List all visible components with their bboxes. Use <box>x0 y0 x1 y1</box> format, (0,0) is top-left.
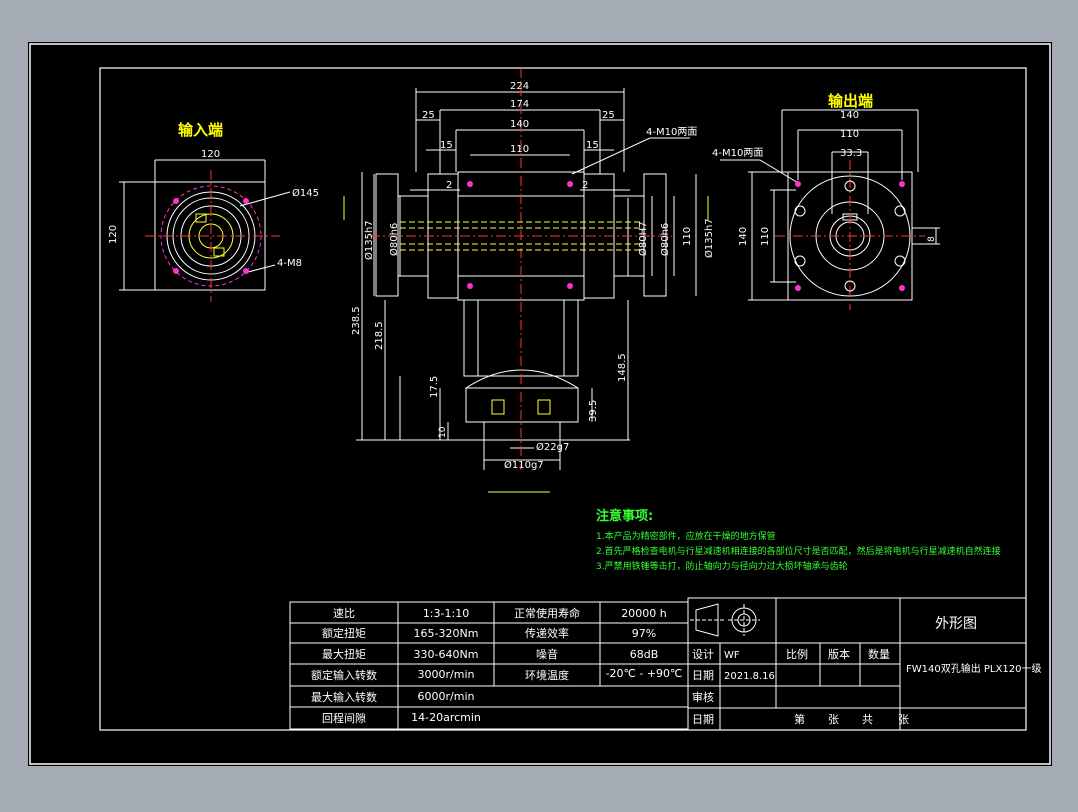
dim-f-17-5: 17.5 <box>429 376 440 398</box>
dim-f-d110: Ø110g7 <box>504 459 544 471</box>
spec-value: 3000r/min <box>418 668 475 681</box>
input-end-label: 输入端 <box>178 121 223 139</box>
front-view <box>343 68 709 493</box>
output-end-label: 输出端 <box>828 92 873 110</box>
note-line-3: 3.严禁用铁锤等击打，防止轴向力与径向力过大损坏轴承与齿轮 <box>596 560 848 572</box>
spec-value: 165-320Nm <box>414 627 479 640</box>
version-label: 版本 <box>828 647 850 661</box>
dim-f-2-right: 2 <box>582 180 588 191</box>
dim-o-8: 8 <box>927 236 937 242</box>
sheet-gong: 共 <box>862 713 873 726</box>
dim-f-2-left: 2 <box>446 180 452 191</box>
dim-f-25-right: 25 <box>602 110 615 121</box>
dim-f-140: 140 <box>510 119 529 130</box>
date-label-2: 日期 <box>692 713 714 726</box>
dim-o-holes: 4-M10两面 <box>712 148 763 159</box>
spec-value: 68dB <box>630 648 659 661</box>
spec-value: 20000 h <box>621 607 666 620</box>
dim-f-d80-right: Ø80H7 <box>637 222 649 256</box>
design-date: 2021.8.16 <box>724 671 775 682</box>
qty-label: 数量 <box>868 648 890 661</box>
spec-value: 14-20arcmin <box>411 711 481 724</box>
dim-f-15-left: 15 <box>440 140 453 151</box>
dim-f-d135-right: Ø135h7 <box>703 218 715 258</box>
dim-in-holes: 4-M8 <box>277 258 302 269</box>
dim-f-238-5: 238.5 <box>351 306 362 335</box>
dim-f-10: 10 <box>438 426 448 438</box>
spec-table-grid <box>289 601 689 730</box>
scale-label: 比例 <box>786 647 808 661</box>
date-label: 日期 <box>692 669 714 682</box>
spec-key: 正常使用寿命 <box>514 606 580 620</box>
dim-f-174: 174 <box>510 99 529 110</box>
spec-key: 最大扭矩 <box>322 647 366 661</box>
input-bolt-holes <box>173 198 249 274</box>
spec-key: 环境温度 <box>525 668 569 682</box>
spec-value: 97% <box>632 627 656 640</box>
note-line-1: 1.本产品为精密部件，应放在干燥的地方保管 <box>596 530 776 542</box>
sheet-di: 第 <box>794 712 805 726</box>
spec-value: 330-640Nm <box>414 648 479 661</box>
dim-f-25-left: 25 <box>422 110 435 121</box>
input-end-view <box>119 159 291 302</box>
dim-o-140-vert: 140 <box>738 227 749 246</box>
title-block-text: 外形图 设计 WF 比例 版本 数量 日期 2021.8.16 FW140双孔输… <box>692 616 1041 726</box>
spec-key: 回程间隙 <box>322 711 366 725</box>
dim-o-110-vert: 110 <box>760 227 771 246</box>
spec-table-text: 速比 1:3-1:10 正常使用寿命 20000 h 额定扭矩 165-320N… <box>311 606 682 725</box>
spec-key: 速比 <box>333 607 355 620</box>
dim-f-15-right: 15 <box>586 140 599 151</box>
spec-value: 1:3-1:10 <box>423 607 469 620</box>
dim-f-148-5: 148.5 <box>617 353 628 382</box>
dim-o-110: 110 <box>840 129 859 140</box>
sheet-zhang-2: 张 <box>898 713 909 726</box>
dim-in-width: 120 <box>201 149 220 160</box>
dim-f-d135-left: Ø135h7 <box>363 220 375 260</box>
spec-value: -20℃ - +90℃ <box>606 667 683 680</box>
model-space <box>28 42 1052 766</box>
drawing-frame <box>99 67 1027 731</box>
spec-key: 额定输入转数 <box>311 668 377 682</box>
dim-o-140: 140 <box>840 110 859 121</box>
design-label: 设计 <box>692 648 714 661</box>
dim-in-height: 120 <box>108 225 119 244</box>
dim-f-110-vert: 110 <box>682 227 693 246</box>
front-bolt-holes <box>467 181 573 289</box>
output-bolt-holes <box>795 181 905 291</box>
dim-f-110: 110 <box>510 144 529 155</box>
projection-symbol <box>690 603 760 637</box>
dim-in-dia: Ø145 <box>292 187 319 199</box>
part-name: FW140双孔输出 PLX120一级 <box>906 662 1041 675</box>
drawing-name: 外形图 <box>935 616 977 632</box>
spec-value: 6000r/min <box>418 690 475 703</box>
dim-f-holes: 4-M10两面 <box>646 127 697 138</box>
dim-f-d80-right2: Ø80h6 <box>659 223 671 256</box>
output-end-view <box>720 109 940 310</box>
dim-f-218-5: 218.5 <box>374 321 385 350</box>
note-line-2: 2.首先严格检查电机与行星减速机相连接的各部位尺寸是否匹配，然后是将电机与行星减… <box>596 545 1001 557</box>
spec-key: 额定扭矩 <box>322 626 366 640</box>
title-block-grid <box>687 597 1027 731</box>
sheet-zhang-1: 张 <box>828 713 839 726</box>
dim-f-d80-left: Ø80h6 <box>388 223 400 256</box>
dim-f-39-5: 39.5 <box>588 400 599 422</box>
dim-f-224: 224 <box>510 81 529 92</box>
spec-key: 最大输入转数 <box>311 690 377 704</box>
spec-key: 噪音 <box>536 647 558 661</box>
spec-key: 传递效率 <box>525 626 569 640</box>
dim-f-d22: Ø22g7 <box>536 441 569 453</box>
review-label: 审核 <box>692 690 714 704</box>
dim-o-33-3: 33.3 <box>840 148 862 159</box>
designer: WF <box>724 650 740 661</box>
notes-title: 注意事项: <box>596 508 653 524</box>
